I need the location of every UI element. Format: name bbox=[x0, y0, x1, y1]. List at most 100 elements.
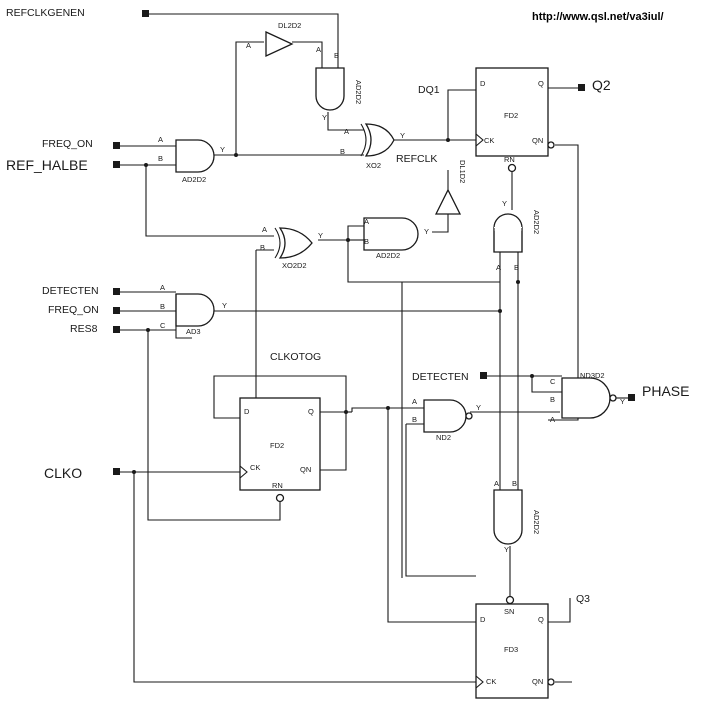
svg-text:XO2: XO2 bbox=[366, 161, 381, 170]
svg-text:CK: CK bbox=[486, 677, 496, 686]
svg-text:C: C bbox=[160, 321, 166, 330]
delay-dl2d2: DL2D2 A A B bbox=[246, 21, 339, 60]
svg-text:A: A bbox=[316, 45, 321, 54]
svg-text:B: B bbox=[412, 415, 417, 424]
label-freq-on-2: FREQ_ON bbox=[48, 304, 99, 316]
svg-text:Y: Y bbox=[220, 145, 225, 154]
nand-gate-nd3d2: ND3D2 C B A Y bbox=[550, 371, 625, 424]
svg-text:QN: QN bbox=[300, 465, 311, 474]
svg-text:A: A bbox=[550, 415, 555, 424]
freq-on-terminal bbox=[113, 142, 120, 149]
svg-text:AD2D2: AD2D2 bbox=[532, 210, 541, 234]
svg-text:Y: Y bbox=[322, 113, 327, 122]
svg-text:FD2: FD2 bbox=[270, 441, 284, 450]
svg-text:AD2D2: AD2D2 bbox=[354, 80, 363, 104]
svg-text:Q: Q bbox=[538, 615, 544, 624]
label-detecten-2: DETECTEN bbox=[412, 371, 469, 383]
svg-text:Y: Y bbox=[502, 199, 507, 208]
svg-text:A: A bbox=[496, 263, 501, 272]
phase-terminal bbox=[628, 394, 635, 401]
label-freq-on: FREQ_ON bbox=[42, 138, 93, 150]
svg-text:A: A bbox=[262, 225, 267, 234]
svg-text:CK: CK bbox=[250, 463, 260, 472]
label-res8: RES8 bbox=[70, 323, 98, 335]
refclkgen-terminal bbox=[142, 10, 149, 17]
flip-flop-fd2-top: FD2 D Q CK QN RN bbox=[475, 67, 555, 173]
nand-gate-nd2: ND2 A B Y bbox=[412, 397, 481, 442]
delay-dl1d2: DL1D2 bbox=[434, 160, 467, 215]
detecten-terminal bbox=[113, 288, 120, 295]
svg-text:B: B bbox=[364, 237, 369, 246]
svg-text:D: D bbox=[244, 407, 250, 416]
label-clkotog: CLKOTOG bbox=[270, 351, 321, 363]
label-q3: Q3 bbox=[576, 593, 590, 605]
svg-text:ND2: ND2 bbox=[436, 433, 451, 442]
svg-text:B: B bbox=[160, 302, 165, 311]
svg-text:DL1D2: DL1D2 bbox=[458, 160, 467, 183]
svg-text:A: A bbox=[246, 41, 251, 50]
svg-text:Y: Y bbox=[504, 545, 509, 554]
svg-text:ND3D2: ND3D2 bbox=[580, 371, 605, 380]
wires bbox=[117, 13, 628, 683]
flip-flop-fd3: FD3 D Q CK QN SN bbox=[475, 595, 555, 699]
svg-text:D: D bbox=[480, 615, 486, 624]
and-gate-vertical-top: AD2D2 Y bbox=[315, 67, 363, 122]
xor-gate-xo2: XO2 A B Y bbox=[340, 123, 405, 170]
svg-text:DL2D2: DL2D2 bbox=[278, 21, 301, 30]
label-q2: Q2 bbox=[592, 77, 611, 93]
svg-text:AD2D2: AD2D2 bbox=[532, 510, 541, 534]
svg-text:XO2D2: XO2D2 bbox=[282, 261, 307, 270]
svg-text:A: A bbox=[344, 127, 349, 136]
junctions bbox=[132, 138, 534, 474]
svg-text:B: B bbox=[514, 263, 519, 272]
and-gate-ad2d2-middle: AD2D2 A B Y bbox=[363, 217, 429, 260]
svg-text:Y: Y bbox=[620, 397, 625, 406]
label-clko: CLKO bbox=[44, 465, 82, 481]
svg-text:SN: SN bbox=[504, 607, 514, 616]
and-gate-vertical-upper: AD2D2 Y A B bbox=[493, 199, 541, 272]
svg-text:A: A bbox=[412, 397, 417, 406]
label-ref-halbe: REF_HALBE bbox=[6, 157, 88, 173]
svg-text:A: A bbox=[158, 135, 163, 144]
clko-terminal bbox=[113, 468, 120, 475]
svg-text:C: C bbox=[550, 377, 556, 386]
freq-on-2-terminal bbox=[113, 307, 120, 314]
and-gate-ad2d2-left: AD2D2 A B Y bbox=[158, 135, 225, 184]
detecten-2-terminal bbox=[480, 372, 487, 379]
svg-text:B: B bbox=[512, 479, 517, 488]
svg-text:RN: RN bbox=[504, 155, 515, 164]
svg-text:Q: Q bbox=[538, 79, 544, 88]
svg-text:B: B bbox=[550, 395, 555, 404]
svg-text:Y: Y bbox=[476, 403, 481, 412]
svg-text:A: A bbox=[364, 217, 369, 226]
and-gate-ad3: AD3 A B C Y bbox=[160, 283, 227, 339]
svg-text:QN: QN bbox=[532, 136, 543, 145]
label-phase: PHASE bbox=[642, 383, 689, 399]
svg-text:AD2D2: AD2D2 bbox=[376, 251, 400, 260]
and-gate-vertical-lower: AD2D2 A B Y bbox=[493, 479, 541, 554]
svg-text:Y: Y bbox=[424, 227, 429, 236]
svg-text:Y: Y bbox=[318, 231, 323, 240]
signal-labels: REFCLKGENEN FREQ_ON REF_HALBE DETECTEN F… bbox=[6, 7, 689, 605]
source-url: http://www.qsl.net/va3iul/ bbox=[532, 11, 664, 23]
svg-text:FD2: FD2 bbox=[504, 111, 518, 120]
svg-text:QN: QN bbox=[532, 677, 543, 686]
svg-text:A: A bbox=[494, 479, 499, 488]
ref-halbe-terminal bbox=[113, 161, 120, 168]
svg-text:CK: CK bbox=[484, 136, 494, 145]
svg-text:FD3: FD3 bbox=[504, 645, 518, 654]
svg-text:Q: Q bbox=[308, 407, 314, 416]
svg-text:RN: RN bbox=[272, 481, 283, 490]
label-refclk: REFCLK bbox=[396, 153, 437, 165]
svg-text:AD3: AD3 bbox=[186, 327, 201, 336]
svg-text:Y: Y bbox=[222, 301, 227, 310]
label-detecten: DETECTEN bbox=[42, 285, 99, 297]
svg-text:AD2D2: AD2D2 bbox=[182, 175, 206, 184]
q2-terminal bbox=[578, 84, 585, 91]
svg-text:B: B bbox=[158, 154, 163, 163]
svg-text:A: A bbox=[160, 283, 165, 292]
xor-gate-xo2d2: XO2D2 A B Y bbox=[260, 225, 323, 270]
label-refclkgen: REFCLKGENEN bbox=[6, 7, 85, 19]
label-dq1: DQ1 bbox=[418, 84, 440, 96]
